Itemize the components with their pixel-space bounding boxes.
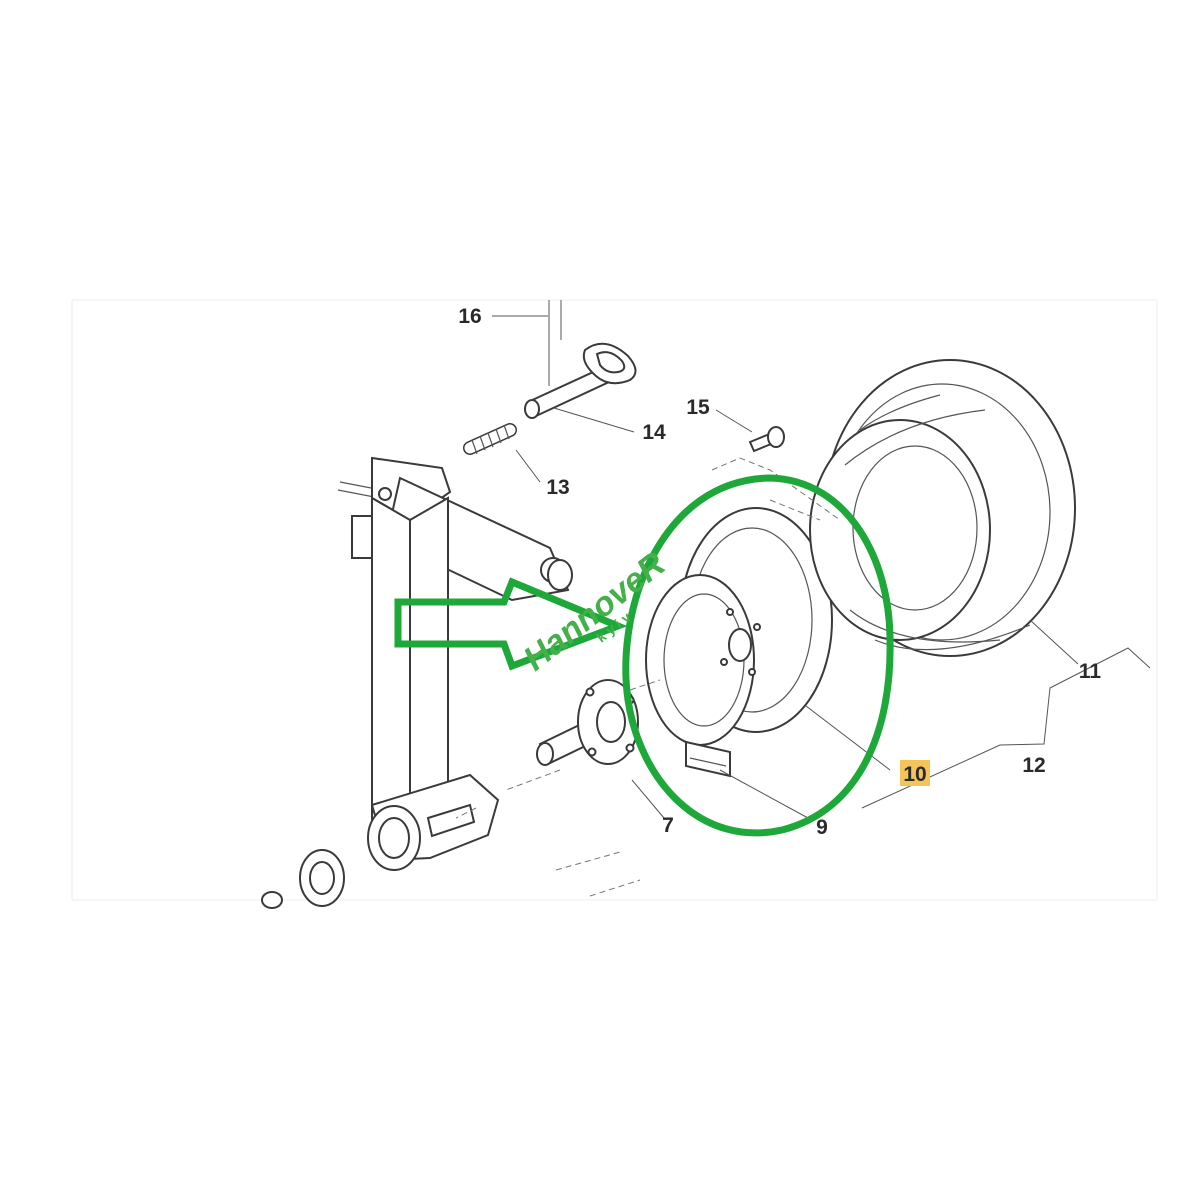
leader-lines xyxy=(492,300,1151,819)
callout-11: 11 xyxy=(1079,660,1102,683)
callout-15: 15 xyxy=(686,396,710,419)
callout-13: 13 xyxy=(546,476,569,499)
wheel-hub-part-7 xyxy=(536,679,639,766)
pointer-arrow-annotation xyxy=(394,577,628,671)
assembly-lines xyxy=(455,457,841,897)
callout-14: 14 xyxy=(642,421,666,444)
tire-part-11 xyxy=(809,359,1076,657)
spring-part-13 xyxy=(463,423,517,455)
callout-12: 12 xyxy=(1022,754,1045,777)
highlight-ellipse-annotation xyxy=(622,474,894,837)
callout-10: 10 xyxy=(903,763,926,786)
callout-7: 7 xyxy=(662,814,674,837)
pin-part-14 xyxy=(524,342,637,419)
callout-10-highlight xyxy=(900,760,930,786)
callout-labels: 16 15 14 13 11 10 12 7 9 xyxy=(458,305,1101,839)
callout-16: 16 xyxy=(458,305,481,328)
bolt-part-15 xyxy=(748,426,785,453)
washer-part xyxy=(261,849,345,909)
support-stand xyxy=(337,456,573,871)
callout-9: 9 xyxy=(816,816,828,839)
